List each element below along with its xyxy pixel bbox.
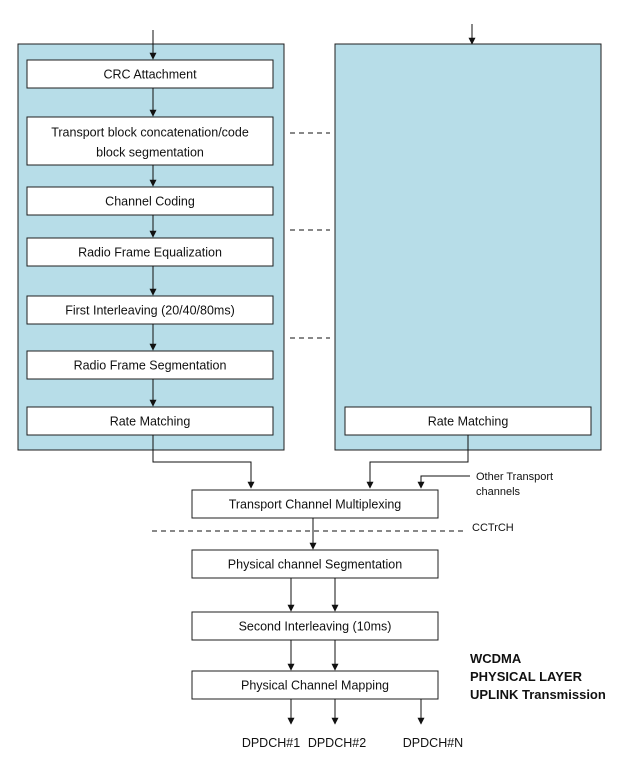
radio-frame-equalization-label: Radio Frame Equalization (78, 245, 222, 259)
concatenation-label-line2: block segmentation (96, 145, 204, 159)
other-transport-label-line1: Other Transport (476, 471, 553, 483)
transport-channel-multiplexing-box (191, 489, 439, 519)
right-to-multiplexing-arrow (366, 435, 469, 489)
physical-channel-mapping-label: Physical Channel Mapping (241, 678, 389, 692)
crc-attachment-label: CRC Attachment (103, 67, 197, 81)
cctrch-label: CCTrCH (472, 522, 514, 534)
output-label-dpdch-2: DPDCH#2 (308, 736, 366, 750)
channel-coding-box (26, 186, 274, 216)
other-transport-label-line2: channels (476, 486, 521, 498)
first-interleaving-box (26, 295, 274, 325)
concatenation-label-line1: Transport block concatenation/code (51, 125, 249, 139)
second-interleaving-label: Second Interleaving (10ms) (239, 619, 392, 633)
other-channels-arrow (417, 475, 470, 489)
physical-channel-segmentation-box (191, 549, 439, 579)
output-label-dpdch-1: DPDCH#1 (242, 736, 300, 750)
radio-frame-equalization-box (26, 237, 274, 267)
title-line-3: UPLINK Transmission (470, 687, 606, 702)
channel-coding-label: Channel Coding (105, 194, 195, 208)
rate-matching-right-label: Rate Matching (428, 414, 509, 428)
transport-channel-multiplexing-label: Transport Channel Multiplexing (229, 497, 402, 511)
transport-block-concatenation-box (26, 116, 274, 166)
title-line-2: PHYSICAL LAYER (470, 669, 583, 684)
rate-matching-left-box (26, 406, 274, 436)
right-transport-channel-panel (334, 43, 602, 451)
left-to-multiplexing-arrow (152, 435, 255, 489)
rate-matching-left-label: Rate Matching (110, 414, 191, 428)
radio-frame-segmentation-label: Radio Frame Segmentation (74, 358, 227, 372)
radio-frame-segmentation-box (26, 350, 274, 380)
physical-channel-segmentation-label: Physical channel Segmentation (228, 557, 402, 571)
crc-attachment-box (26, 59, 274, 89)
first-interleaving-label: First Interleaving (20/40/80ms) (65, 303, 235, 317)
second-interleaving-box (191, 611, 439, 641)
output-label-dpdch-n: DPDCH#N (403, 736, 463, 750)
physical-channel-mapping-box (191, 670, 439, 700)
title-line-1: WCDMA (470, 651, 522, 666)
